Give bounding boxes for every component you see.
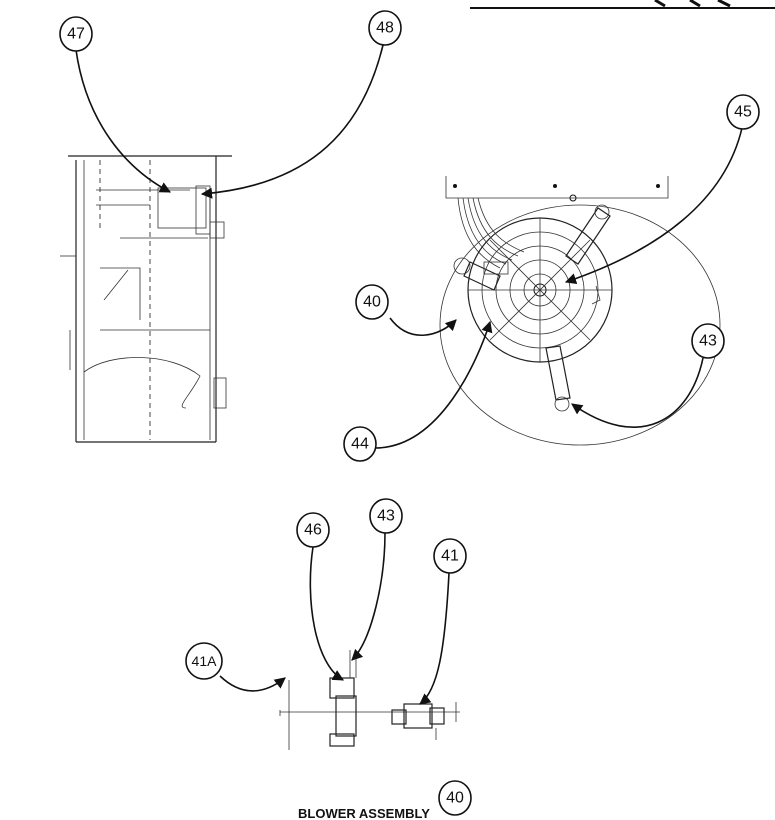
callout-40-wheel-label: 40 <box>363 294 381 311</box>
callout-41: 41 <box>433 538 467 574</box>
callout-41-label: 41 <box>441 548 459 565</box>
caption-blower-assembly: BLOWER ASSEMBLY <box>298 806 430 820</box>
callout-46: 46 <box>296 512 330 548</box>
callout-40-wheel: 40 <box>355 284 389 320</box>
shaft-hub-assembly <box>279 650 460 750</box>
leader-lines <box>75 44 743 705</box>
blower-wheel-front-view <box>439 176 721 446</box>
callout-47-label: 47 <box>67 26 85 43</box>
callout-43-arm: 43 <box>691 323 725 359</box>
callout-47: 47 <box>59 16 93 52</box>
callout-40-caption: 40 <box>438 780 472 816</box>
callout-45: 45 <box>726 94 760 130</box>
blower-housing-side-view <box>60 155 232 443</box>
callout-48-label: 48 <box>376 20 394 37</box>
callout-44-label: 44 <box>351 436 369 453</box>
callout-41a: 41A <box>185 642 223 680</box>
callout-43-arm-label: 43 <box>699 333 717 350</box>
callout-48: 48 <box>368 10 402 46</box>
callout-40-caption-label: 40 <box>446 790 464 807</box>
callout-44: 44 <box>343 426 377 462</box>
callout-45-label: 45 <box>734 104 752 121</box>
callout-43-hub: 43 <box>369 498 403 534</box>
callout-43-hub-label: 43 <box>377 508 395 525</box>
page-border-fragment <box>470 0 775 9</box>
callout-46-label: 46 <box>304 522 322 539</box>
callout-41a-label: 41A <box>192 653 218 669</box>
